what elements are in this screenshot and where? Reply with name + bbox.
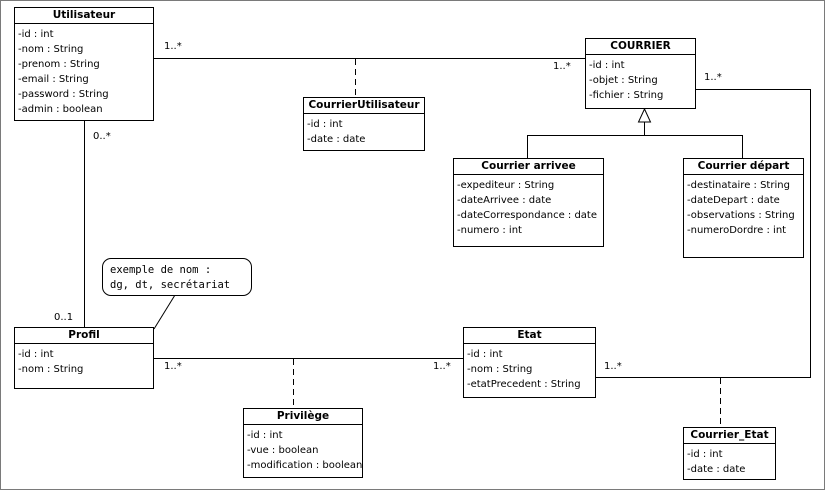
class-utilisateur[interactable]: Utilisateur -id : int -nom : String -pre… xyxy=(14,7,154,121)
attribute: -numeroDordre : int xyxy=(687,225,787,236)
class-name: CourrierUtilisateur xyxy=(304,98,424,114)
multiplicity-profil-utilisateur: 0..1 xyxy=(54,312,74,323)
attribute: -id : int xyxy=(18,349,54,360)
attribute: -numero : int xyxy=(457,225,522,236)
multiplicity-profil-etat: 1..* xyxy=(164,361,182,372)
attribute: -dateDepart : date xyxy=(687,195,780,206)
multiplicity-etat-courrier: 1..* xyxy=(604,361,622,372)
class-name: Courrier arrivee xyxy=(454,159,603,175)
note-anchor xyxy=(153,294,176,330)
generalization-courrier-arrivee xyxy=(527,135,743,158)
class-etat[interactable]: Etat -id : int -nom : String -etatPreced… xyxy=(463,327,596,398)
note-line: exemple de nom : xyxy=(110,264,212,276)
multiplicity-courrier-etat: 1..* xyxy=(704,72,722,83)
generalization-arrowhead xyxy=(637,107,652,123)
attribute: -destinataire : String xyxy=(687,180,790,191)
note-exemple-de-nom: exemple de nom : dg, dt, secrétariat xyxy=(102,258,252,296)
attribute: -id : int xyxy=(247,430,283,441)
class-courrierutilisateur[interactable]: CourrierUtilisateur -id : int -date : da… xyxy=(303,97,425,151)
class-name: Privilège xyxy=(244,409,362,425)
attribute: -email : String xyxy=(18,74,89,85)
assoc-courrier-etat xyxy=(596,89,811,378)
attribute: -objet : String xyxy=(589,75,658,86)
attribute: -dateCorrespondance : date xyxy=(457,210,597,221)
attribute: -nom : String xyxy=(18,44,84,55)
class-courrier-arrivee[interactable]: Courrier arrivee -expediteur : String -d… xyxy=(453,158,604,247)
attribute: -id : int xyxy=(307,119,343,130)
note-line: dg, dt, secrétariat xyxy=(110,279,231,291)
class-courrier-depart[interactable]: Courrier départ -destinataire : String -… xyxy=(683,158,804,258)
attribute: -expediteur : String xyxy=(457,180,555,191)
attribute: -fichier : String xyxy=(589,90,664,101)
multiplicity-utilisateur-profil: 0..* xyxy=(93,131,111,142)
attribute: -modification : boolean xyxy=(247,460,363,471)
class-name: Utilisateur xyxy=(15,8,153,24)
class-name: Courrier départ xyxy=(684,159,803,175)
attribute: -date : date xyxy=(307,134,366,145)
class-privilege[interactable]: Privilège -id : int -vue : boolean -modi… xyxy=(243,408,363,478)
class-courrier[interactable]: COURRIER -id : int -objet : String -fich… xyxy=(585,38,696,109)
class-name: COURRIER xyxy=(586,39,695,55)
attribute: -observations : String xyxy=(687,210,795,221)
attribute: -id : int xyxy=(687,449,723,460)
multiplicity-etat-profil: 1..* xyxy=(433,361,451,372)
class-profil[interactable]: Profil -id : int -nom : String xyxy=(14,327,154,389)
class-name: Courrier_Etat xyxy=(684,428,775,444)
attribute: -dateArrivee : date xyxy=(457,195,552,206)
attribute: -id : int xyxy=(467,349,503,360)
attribute: -id : int xyxy=(589,60,625,71)
attribute: -vue : boolean xyxy=(247,445,319,456)
class-courrier-etat[interactable]: Courrier_Etat -id : int -date : date xyxy=(683,427,776,480)
attribute: -prenom : String xyxy=(18,59,100,70)
class-name: Profil xyxy=(15,328,153,344)
attribute: -nom : String xyxy=(18,364,84,375)
attribute: -id : int xyxy=(18,29,54,40)
attribute: -etatPrecedent : String xyxy=(467,379,581,390)
multiplicity-courrier-utilisateur: 1..* xyxy=(553,61,571,72)
class-name: Etat xyxy=(464,328,595,344)
attribute: -password : String xyxy=(18,89,109,100)
attribute: -admin : boolean xyxy=(18,104,103,115)
attribute: -date : date xyxy=(687,464,746,475)
multiplicity-utilisateur-courrier: 1..* xyxy=(164,41,182,52)
attribute: -nom : String xyxy=(467,364,533,375)
